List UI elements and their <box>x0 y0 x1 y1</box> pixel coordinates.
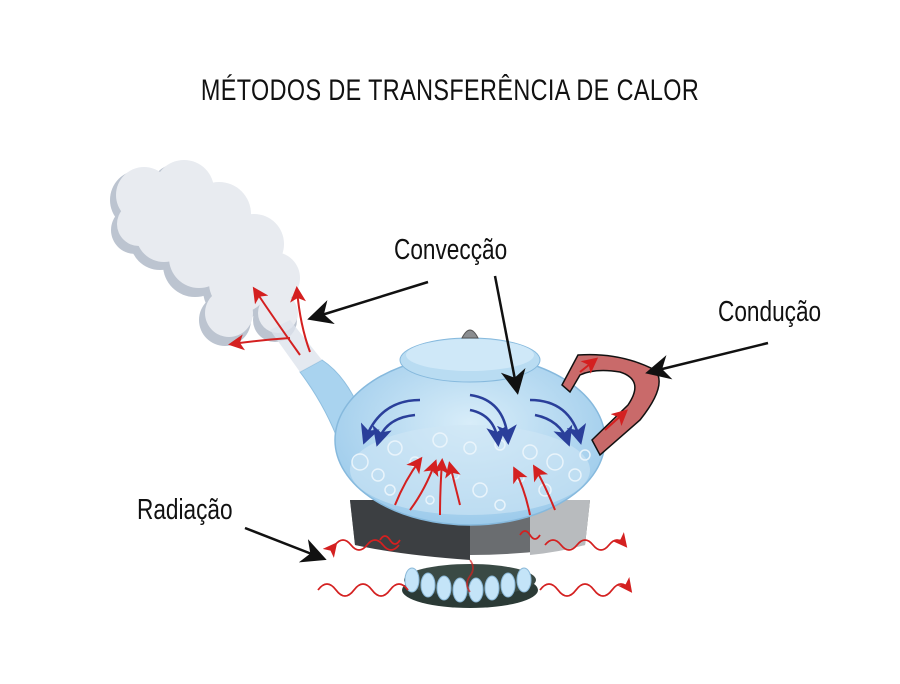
radiation-label: Radiação <box>137 494 233 526</box>
steam-heat-arrows <box>228 286 311 356</box>
convection-pointer-steam <box>307 280 429 325</box>
radiation-pointer <box>244 526 327 563</box>
radiation-waves <box>317 530 633 597</box>
pointer-arrows <box>244 275 769 563</box>
kettle-handle <box>561 353 660 457</box>
convection-label: Convecção <box>394 234 508 266</box>
flames <box>404 567 532 603</box>
glass-kettle <box>334 354 606 526</box>
diagram-title: MÉTODOS DE TRANSFERÊNCIA DE CALOR <box>200 74 700 107</box>
cool-convection-arrows <box>360 393 587 447</box>
conduction-label: Condução <box>718 296 822 328</box>
conduction-pointer <box>645 341 769 380</box>
steam-cloud <box>110 160 300 346</box>
kettle-lid <box>399 329 541 383</box>
heat-convection-arrows <box>394 456 556 516</box>
convection-pointer-kettle <box>493 275 526 395</box>
